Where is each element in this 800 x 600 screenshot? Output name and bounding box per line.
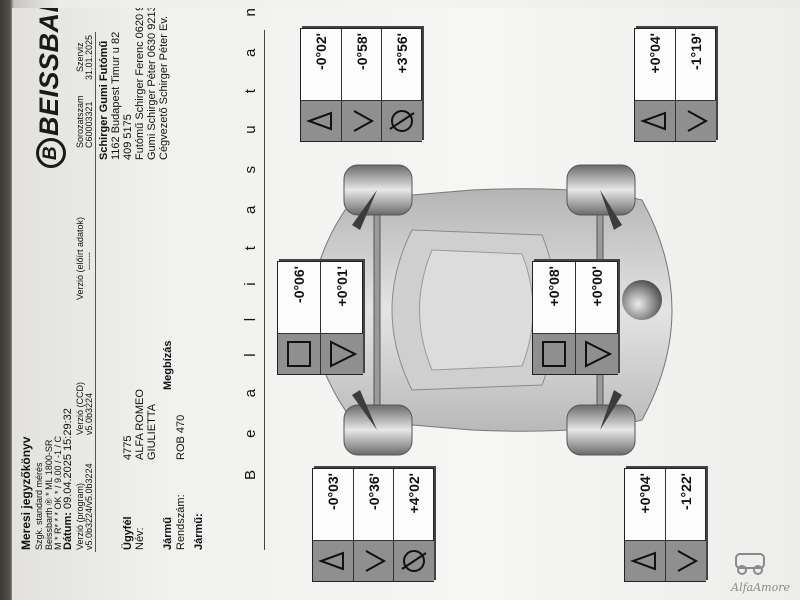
front-left-toe: -0°36': [366, 473, 382, 510]
company-line3: Cégvezető Schirger Péter Ev.: [158, 15, 170, 160]
logo-text: BEISSBARTH: [34, 8, 64, 136]
rear-right-camber: +0°04': [647, 33, 663, 74]
camber-icon: [635, 100, 675, 141]
rear-left-camber: +0°04': [637, 473, 653, 514]
version-ccd-value: v5.0b3224: [84, 392, 94, 435]
rear-thrust: +0°00': [589, 266, 605, 307]
company-name: Schirger Gumi Futómű: [98, 40, 110, 160]
watermark: AlfaAmore: [716, 546, 790, 594]
front-left-camber: -0°03': [325, 473, 341, 510]
front-total-toe: -0°06': [291, 266, 307, 303]
front-setback: +0°01': [334, 266, 350, 307]
plate-value: ROB 470: [175, 414, 187, 460]
front-left-caster: +4°02': [406, 473, 422, 514]
rear-left-box: +0°04' -1°22': [624, 468, 706, 582]
date-value: 09.04.2025 15:29:32: [62, 408, 74, 510]
company-line1: Futómű Schirger Ferenc 0620 9468 286: [134, 8, 146, 160]
alignment-report: Meresi jegyzőkönyv Szgk. standard mérés …: [12, 8, 772, 600]
front-right-camber: -0°02': [313, 33, 329, 70]
front-right-toe: -0°58': [354, 33, 370, 70]
company-line2: Gumi Schirger Péter 0630 9213 812: [146, 8, 158, 160]
front-left-toe-row: -0°36': [353, 469, 394, 581]
camber-icon: [301, 100, 341, 141]
section-title: B e a l l i t a s u t a n i m e r e s: [242, 8, 259, 480]
rear-right-toe: -1°19': [688, 33, 704, 70]
rear-left-toe-row: -1°22': [665, 469, 706, 581]
watermark-text: AlfaAmore: [731, 581, 790, 594]
header-rule: [95, 32, 96, 552]
rear-total-toe: +0°08': [546, 266, 562, 307]
toe-icon: [676, 100, 716, 141]
front-left-camber-row: -0°03': [313, 469, 353, 581]
beissbarth-logo: BBEISSBARTH: [34, 8, 66, 168]
rear-right-camber-row: +0°04': [635, 29, 675, 141]
rear-right-toe-row: -1°19': [675, 29, 716, 141]
service-value: 31.01.2025: [84, 34, 94, 80]
total-toe-icon: [278, 333, 320, 374]
name-label: Név:: [134, 527, 146, 550]
company-address: 1162 Budapest Timur u 82: [110, 31, 122, 160]
report-title: Meresi jegyzőkönyv: [19, 436, 33, 550]
front-setback-row: +0°01': [320, 262, 363, 374]
customer-value: 4775: [122, 435, 134, 460]
vehicle-make: ALFA ROMEO: [134, 389, 146, 460]
front-right-caster-row: +3°56': [381, 29, 422, 141]
front-axle-box: -0°06' +0°01': [277, 261, 363, 375]
camber-icon: [625, 540, 665, 581]
vehicle-label: Jármű: [162, 516, 174, 550]
version-prev-value: ------: [84, 252, 94, 270]
logo-mark-icon: B: [35, 138, 66, 168]
rear-left-toe: -1°22': [678, 473, 694, 510]
front-right-camber-row: -0°02': [301, 29, 341, 141]
toe-icon: [666, 540, 706, 581]
serial-value: C60003321: [84, 101, 94, 148]
company-phone: 409 5175: [122, 114, 134, 160]
front-right-box: -0°02' -0°58' +3°56': [300, 28, 422, 142]
caster-icon: [394, 540, 434, 581]
car-mechanic-icon: [735, 553, 765, 575]
front-left-box: -0°03' -0°36' +4°02': [312, 468, 434, 582]
front-total-toe-row: -0°06': [278, 262, 320, 374]
front-right-caster: +3°56': [394, 33, 410, 74]
note-label: Megbízás: [162, 340, 174, 390]
date-label: Dátum:: [62, 512, 74, 550]
thrust-angle-icon: [576, 333, 618, 374]
paper-sheet: Meresi jegyzőkönyv Szgk. standard mérés …: [12, 8, 800, 600]
vehicle2-label: Jármű:: [193, 513, 205, 550]
rear-right-box: +0°04' -1°19': [634, 28, 716, 142]
rear-total-toe-row: +0°08': [533, 262, 575, 374]
report-subtitle: Szgk. standard mérés: [34, 462, 44, 550]
camber-icon: [313, 540, 353, 581]
rear-left-camber-row: +0°04': [625, 469, 665, 581]
version-program-value: v5.0b3224/v5.0b3224: [84, 463, 94, 550]
rear-axle-box: +0°08' +0°00': [532, 261, 618, 375]
total-toe-icon: [533, 333, 575, 374]
front-right-toe-row: -0°58': [341, 29, 382, 141]
setback-icon: [321, 333, 363, 374]
front-left-caster-row: +4°02': [393, 469, 434, 581]
caster-icon: [382, 100, 422, 141]
date-row: Dátum: 09.04.2025 15:29:32: [62, 408, 74, 550]
vehicle-model: GIULIETTA: [146, 403, 158, 460]
rear-thrust-row: +0°00': [575, 262, 618, 374]
plate-label: Rendszám:: [175, 494, 187, 550]
customer-label: Ügyfél: [122, 516, 134, 550]
section-rule: [264, 30, 265, 550]
toe-icon: [354, 540, 394, 581]
toe-icon: [342, 100, 382, 141]
